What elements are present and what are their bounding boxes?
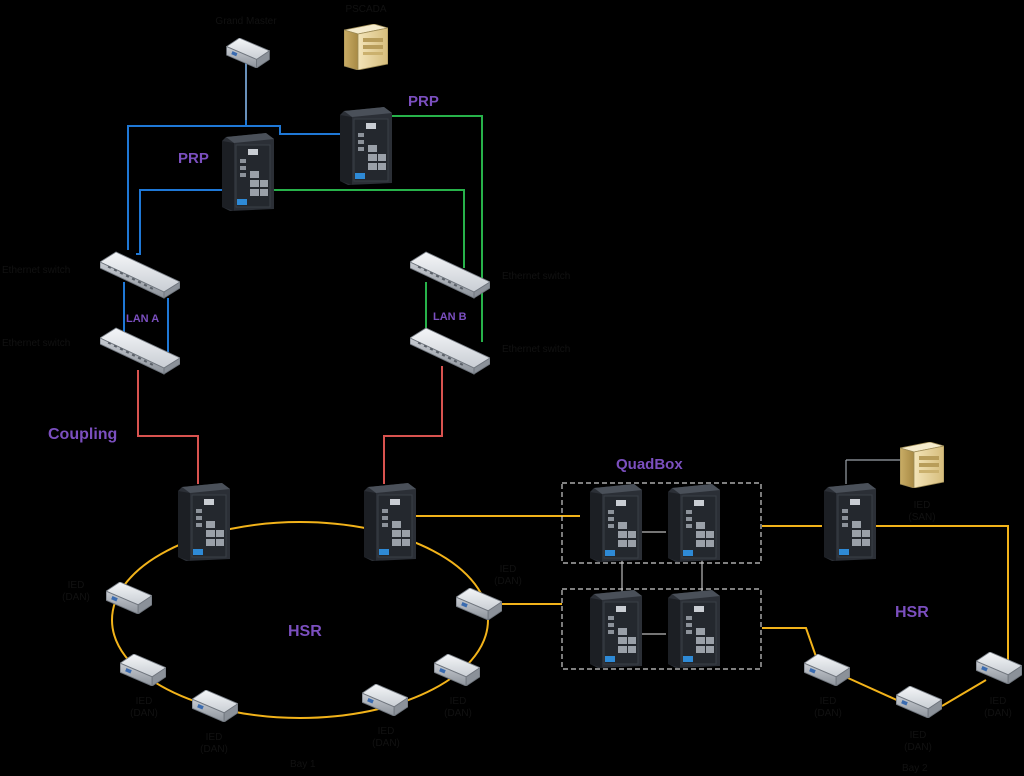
ied-label-bay1-4: IED (DAN): [372, 726, 400, 749]
bay-2-redbox-icon[interactable]: [823, 482, 876, 562]
lan-a-label: LAN A: [126, 313, 159, 325]
hsr-bay-2-label: HSR: [895, 604, 929, 621]
ethernet-switch-b1-icon[interactable]: [410, 251, 490, 299]
svg-text:(SAN): (SAN): [908, 512, 935, 523]
ied-bay2-2-icon[interactable]: [896, 686, 942, 718]
prp-redbox-top-icon[interactable]: [339, 106, 392, 186]
quadbox-internal-links: [621, 531, 703, 635]
bay-2-label: Bay 2: [902, 763, 928, 774]
svg-text:(DAN): (DAN): [62, 592, 90, 603]
quadbox-device-3-icon[interactable]: [589, 590, 642, 668]
svg-text:IED: IED: [206, 732, 223, 743]
ied-label-san: IED (SAN): [908, 500, 935, 523]
svg-text:(DAN): (DAN): [904, 742, 932, 753]
hsr-bay-1-label: HSR: [288, 623, 322, 640]
quadbox-device-1-icon[interactable]: [589, 484, 642, 562]
ethernet-switch-a1-label: Ethernet switch: [2, 265, 70, 276]
svg-text:IED: IED: [990, 696, 1007, 707]
ied-label-bay1-6: IED (DAN): [494, 564, 522, 587]
lan-b-label: LAN B: [433, 311, 467, 323]
ied-bay1-3-icon[interactable]: [192, 690, 238, 722]
ied-bay1-2-icon[interactable]: [120, 654, 166, 686]
svg-text:(DAN): (DAN): [130, 708, 158, 719]
bay-1-label: Bay 1: [290, 759, 316, 770]
svg-text:IED: IED: [450, 696, 467, 707]
ied-san-server-icon[interactable]: [900, 442, 944, 488]
ethernet-switch-b2-icon[interactable]: [410, 327, 490, 375]
prp-redbox-left-icon[interactable]: [221, 132, 274, 212]
ied-label-bay1-1: IED (DAN): [62, 580, 90, 603]
grand-master-label: Grand Master: [215, 16, 277, 27]
ied-label-bay2-2: IED (DAN): [904, 730, 932, 753]
svg-text:IED: IED: [910, 730, 927, 741]
svg-text:(DAN): (DAN): [200, 744, 228, 755]
quadbox-device-2-icon[interactable]: [667, 484, 720, 562]
quadbox-device-4-icon[interactable]: [667, 590, 720, 668]
svg-text:IED: IED: [500, 564, 517, 575]
svg-text:IED: IED: [378, 726, 395, 737]
prp-left-label: PRP: [178, 150, 209, 167]
svg-text:(DAN): (DAN): [814, 708, 842, 719]
svg-text:(DAN): (DAN): [372, 738, 400, 749]
hsr-links: [412, 515, 1009, 707]
pscada-server-icon[interactable]: [344, 24, 388, 70]
ethernet-switch-a2-label: Ethernet switch: [2, 338, 70, 349]
grand-master-icon[interactable]: [226, 38, 270, 68]
svg-text:IED: IED: [914, 500, 931, 511]
quadbox-frame-top: [561, 482, 762, 564]
ethernet-switch-a1-icon[interactable]: [100, 251, 180, 299]
ied-label-bay1-5: IED (DAN): [444, 696, 472, 719]
ied-bay2-1-icon[interactable]: [804, 654, 850, 686]
ied-label-bay1-3: IED (DAN): [200, 732, 228, 755]
coupling-redbox-left-icon[interactable]: [177, 482, 230, 562]
lan-b-links: [272, 115, 483, 342]
ied-label-bay2-3: IED (DAN): [984, 696, 1012, 719]
svg-text:IED: IED: [68, 580, 85, 591]
grandmaster-link: [245, 64, 904, 484]
svg-text:(DAN): (DAN): [494, 576, 522, 587]
pscada-label: PSCADA: [345, 4, 386, 15]
svg-text:(DAN): (DAN): [984, 708, 1012, 719]
coupling-redbox-right-icon[interactable]: [363, 482, 416, 562]
prp-top-label: PRP: [408, 93, 439, 110]
svg-text:IED: IED: [820, 696, 837, 707]
ied-bay2-3-icon[interactable]: [976, 652, 1022, 684]
ethernet-switch-b1-label: Ethernet switch: [502, 271, 570, 282]
quadbox-label: QuadBox: [616, 456, 683, 473]
svg-text:IED: IED: [136, 696, 153, 707]
ied-label-bay2-1: IED (DAN): [814, 696, 842, 719]
ied-bay1-6-icon[interactable]: [456, 588, 502, 620]
coupling-links: [137, 366, 443, 484]
ethernet-switch-b2-label: Ethernet switch: [502, 344, 570, 355]
quadbox-frame-bottom: [561, 588, 762, 670]
coupling-label: Coupling: [48, 426, 117, 443]
ied-label-bay1-2: IED (DAN): [130, 696, 158, 719]
svg-text:(DAN): (DAN): [444, 708, 472, 719]
hsr-ring-bay-1: [111, 521, 489, 719]
